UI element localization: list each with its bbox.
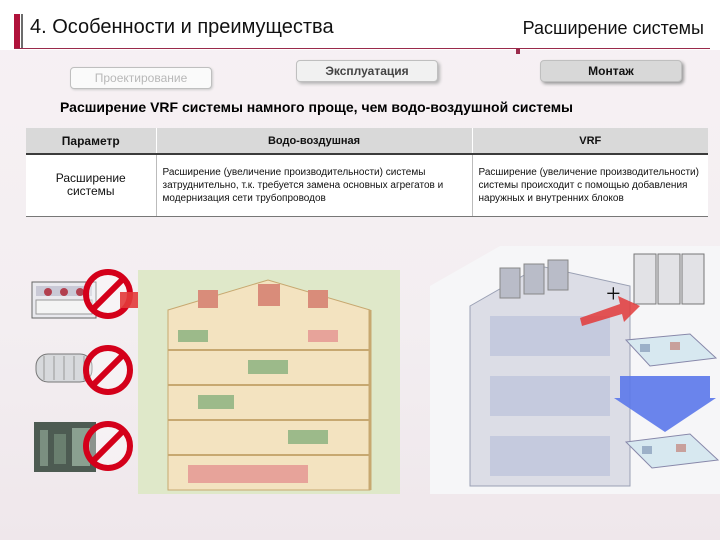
table-cell-param: Расширение системы	[26, 154, 157, 217]
header: 4. Особенности и преимущества Расширение…	[0, 0, 720, 54]
page-title: 4. Особенности и преимущества	[30, 16, 334, 38]
prohibited-icon	[83, 421, 133, 471]
floor-plan-image	[624, 333, 718, 367]
red-arrow-vrf	[580, 296, 640, 326]
tab-design[interactable]: Проектирование	[70, 67, 212, 89]
table-row: Расширение системы Расширение (увеличени…	[26, 154, 708, 217]
duct-image	[35, 353, 93, 383]
table-header-row: Параметр Водо-воздушная VRF	[26, 128, 708, 155]
vrf-building-illustration: +	[430, 246, 720, 494]
outdoor-units-image	[633, 253, 705, 305]
prohibited-icon	[83, 345, 133, 395]
table-cell-water-air: Расширение (увеличение производительност…	[156, 154, 473, 217]
prohibited-equipment-column	[31, 269, 133, 472]
tab-mounting[interactable]: Монтаж	[540, 60, 682, 82]
blue-down-arrow	[614, 376, 716, 432]
table-header-water-air: Водо-воздушная	[156, 128, 473, 155]
table-header-vrf: VRF	[472, 128, 708, 155]
tab-operation[interactable]: Эксплуатация	[296, 60, 438, 82]
header-accent-bar	[14, 14, 20, 48]
slide-subtitle: Расширение VRF системы намного проще, че…	[60, 99, 574, 115]
header-divider-tick	[516, 48, 520, 54]
comparison-table: Параметр Водо-воздушная VRF Расширение с…	[26, 128, 708, 217]
floor-plan-image	[624, 433, 720, 469]
plus-sign: +	[606, 279, 621, 308]
header-accent-line	[21, 14, 23, 48]
table-header-param: Параметр	[26, 128, 157, 155]
table-cell-vrf: Расширение (увеличение производительност…	[472, 154, 708, 217]
section-title: Расширение системы	[522, 18, 704, 38]
water-air-building-illustration	[138, 270, 400, 494]
header-divider	[14, 48, 710, 49]
